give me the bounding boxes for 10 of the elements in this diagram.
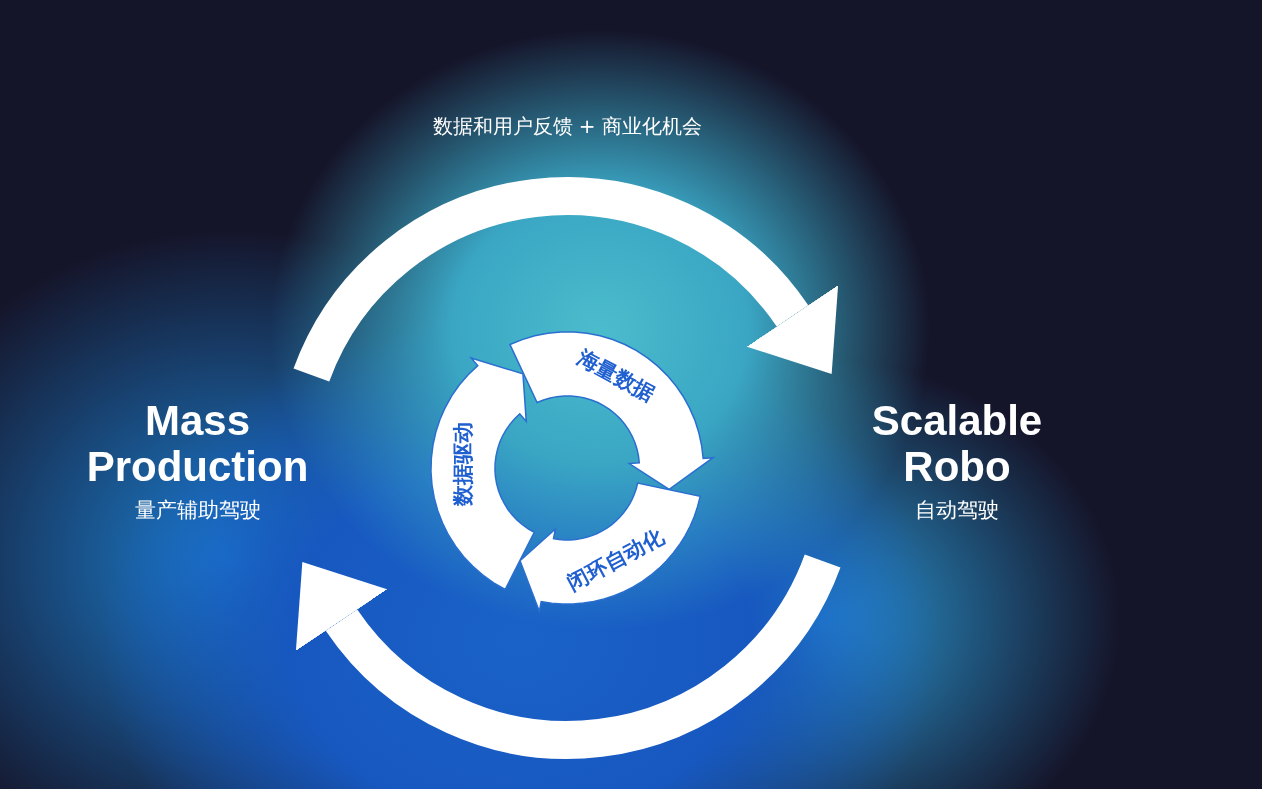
curved-arrow xyxy=(298,553,840,759)
band-label: 闭环自动化 xyxy=(562,523,669,597)
band-label: 数据驱动 xyxy=(450,422,477,507)
stage-title: Mass Production xyxy=(85,398,310,490)
curved-arrow xyxy=(294,177,836,383)
stage-title: Scalable Robo xyxy=(870,398,1044,490)
band-label: 海量数据 xyxy=(572,344,660,409)
stage-subtitle: 自动驾驶 xyxy=(914,497,1000,524)
edge-label: 数据和用户反馈 + 商业化机会 xyxy=(432,112,702,140)
stage-subtitle: 量产辅助驾驶 xyxy=(133,497,262,524)
